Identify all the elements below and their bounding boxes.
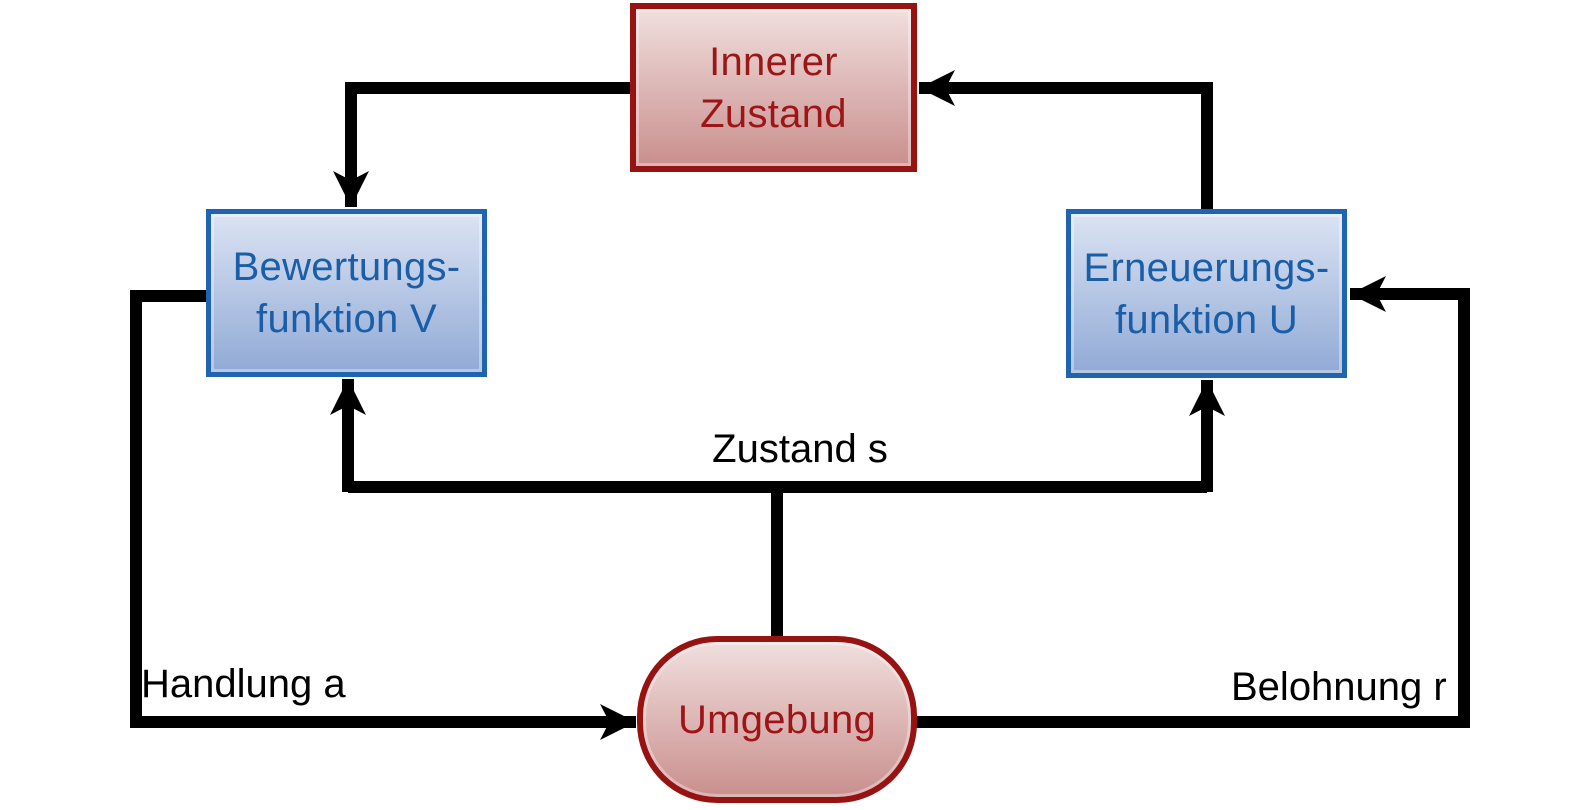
edge-erneuerung-to-innerer-zustand — [919, 70, 1213, 211]
node-umgebung-label: Umgebung — [677, 697, 877, 742]
node-erneuerungsfunktion: Erneuerungs- funktion U — [1066, 209, 1347, 378]
node-bewertungsfunktion-label-line1: Bewertungs- — [232, 245, 461, 289]
edge-belohnung-umgebung-to-erneuerung — [914, 276, 1470, 728]
node-innerer-zustand-label-line2: Zustand — [700, 91, 847, 136]
node-bewertungsfunktion: Bewertungs- funktion V — [206, 209, 487, 377]
edge-handlung-bewertung-to-umgebung — [130, 290, 636, 740]
node-erneuerungsfunktion-label-line1: Erneuerungs- — [1083, 245, 1330, 290]
edge-label-belohnung-r: Belohnung r — [1231, 665, 1447, 709]
edge-label-handlung-a: Handlung a — [141, 662, 346, 706]
node-innerer-zustand: Innerer Zustand — [630, 3, 917, 172]
node-umgebung: Umgebung — [637, 636, 917, 803]
node-bewertungsfunktion-label-line2: funktion V — [256, 297, 437, 341]
node-innerer-zustand-label-line1: Innerer — [709, 39, 838, 84]
edge-innerer-zustand-to-bewertung — [333, 82, 632, 207]
node-erneuerungsfunktion-label-line2: funktion U — [1114, 297, 1299, 342]
edge-label-zustand-s: Zustand s — [712, 427, 888, 471]
